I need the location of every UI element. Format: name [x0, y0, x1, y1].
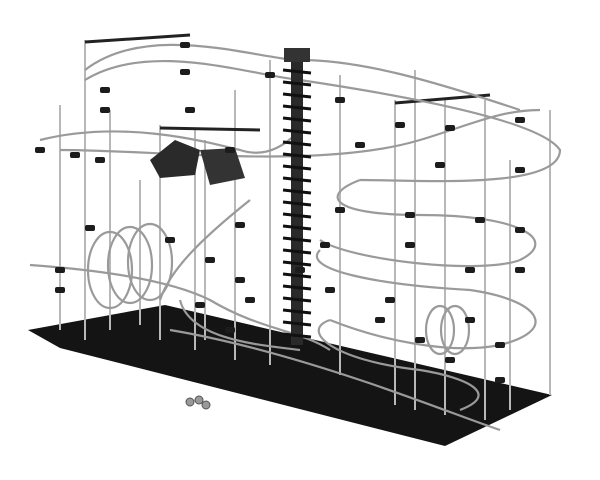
- rail: [169, 328, 501, 432]
- connector: [355, 142, 365, 148]
- base-plate: [28, 305, 552, 446]
- tower-step: [282, 128, 312, 135]
- connector: [445, 357, 455, 363]
- connector: [225, 147, 235, 153]
- connector: [295, 267, 305, 273]
- connector: [185, 107, 195, 113]
- rail: [84, 60, 562, 183]
- rails: [29, 43, 562, 432]
- tower-step: [282, 260, 312, 267]
- connector: [180, 69, 190, 75]
- tower-step: [282, 308, 312, 315]
- tower-step: [282, 284, 312, 291]
- connector: [55, 267, 65, 273]
- rail: [39, 129, 301, 154]
- loop-rail: [106, 225, 154, 305]
- connector: [465, 317, 475, 323]
- connector: [395, 122, 405, 128]
- connector: [405, 212, 415, 218]
- marbles: [185, 395, 211, 410]
- connector: [205, 257, 215, 263]
- rail: [317, 318, 480, 412]
- tower-step: [282, 140, 312, 147]
- top-bar: [159, 126, 261, 132]
- connector: [85, 225, 95, 231]
- tower-step: [282, 320, 312, 327]
- connector: [415, 337, 425, 343]
- tower-shaft: [291, 55, 303, 345]
- connector: [335, 207, 345, 213]
- connector: [325, 287, 335, 293]
- connector: [70, 152, 80, 158]
- lift-tower: [150, 48, 312, 345]
- tower-step: [282, 272, 312, 279]
- connector: [320, 242, 330, 248]
- connector: [100, 87, 110, 93]
- rail: [316, 249, 537, 350]
- rail: [178, 299, 301, 352]
- tower-step: [282, 296, 312, 303]
- connector: [495, 377, 505, 383]
- connector: [405, 242, 415, 248]
- connector: [435, 162, 445, 168]
- connector: [335, 97, 345, 103]
- connector: [445, 125, 455, 131]
- tower-step: [282, 236, 312, 243]
- connector: [265, 72, 275, 78]
- connector: [385, 297, 395, 303]
- connector: [475, 217, 485, 223]
- tower-step: [282, 92, 312, 99]
- top-bar: [84, 33, 191, 44]
- tower-step: [282, 152, 312, 159]
- connector: [495, 342, 505, 348]
- connector: [515, 227, 525, 233]
- loop-rail: [126, 222, 174, 302]
- connectors: [35, 42, 525, 383]
- tower-step: [282, 116, 312, 123]
- funnel-block: [150, 140, 200, 178]
- tower-step: [282, 200, 312, 207]
- connector: [235, 222, 245, 228]
- tower-step: [282, 68, 312, 75]
- connector: [235, 277, 245, 283]
- tower-step: [282, 248, 312, 255]
- tower-step: [282, 224, 312, 231]
- loop-rail: [424, 304, 456, 356]
- connector: [225, 327, 235, 333]
- connector: [465, 267, 475, 273]
- loop-rail: [86, 230, 134, 310]
- connector: [35, 147, 45, 153]
- tower-step: [282, 188, 312, 195]
- rail: [319, 178, 537, 268]
- connector: [375, 317, 385, 323]
- tower-top: [284, 48, 310, 62]
- connector: [95, 157, 105, 163]
- tower-step: [282, 164, 312, 171]
- connector: [195, 302, 205, 308]
- tower-step: [282, 212, 312, 219]
- connector: [515, 167, 525, 173]
- tower-step: [282, 176, 312, 183]
- connector: [165, 237, 175, 243]
- connector: [180, 42, 190, 48]
- rail: [59, 108, 541, 158]
- loop-rail: [439, 304, 471, 356]
- tower-step: [282, 80, 312, 87]
- tower-step: [282, 332, 312, 339]
- connector: [515, 267, 525, 273]
- connector: [515, 117, 525, 123]
- tower-step: [282, 104, 312, 111]
- top-bar: [394, 93, 491, 105]
- funnel-block: [200, 148, 245, 185]
- connector: [55, 287, 65, 293]
- connector: [245, 297, 255, 303]
- connector: [100, 107, 110, 113]
